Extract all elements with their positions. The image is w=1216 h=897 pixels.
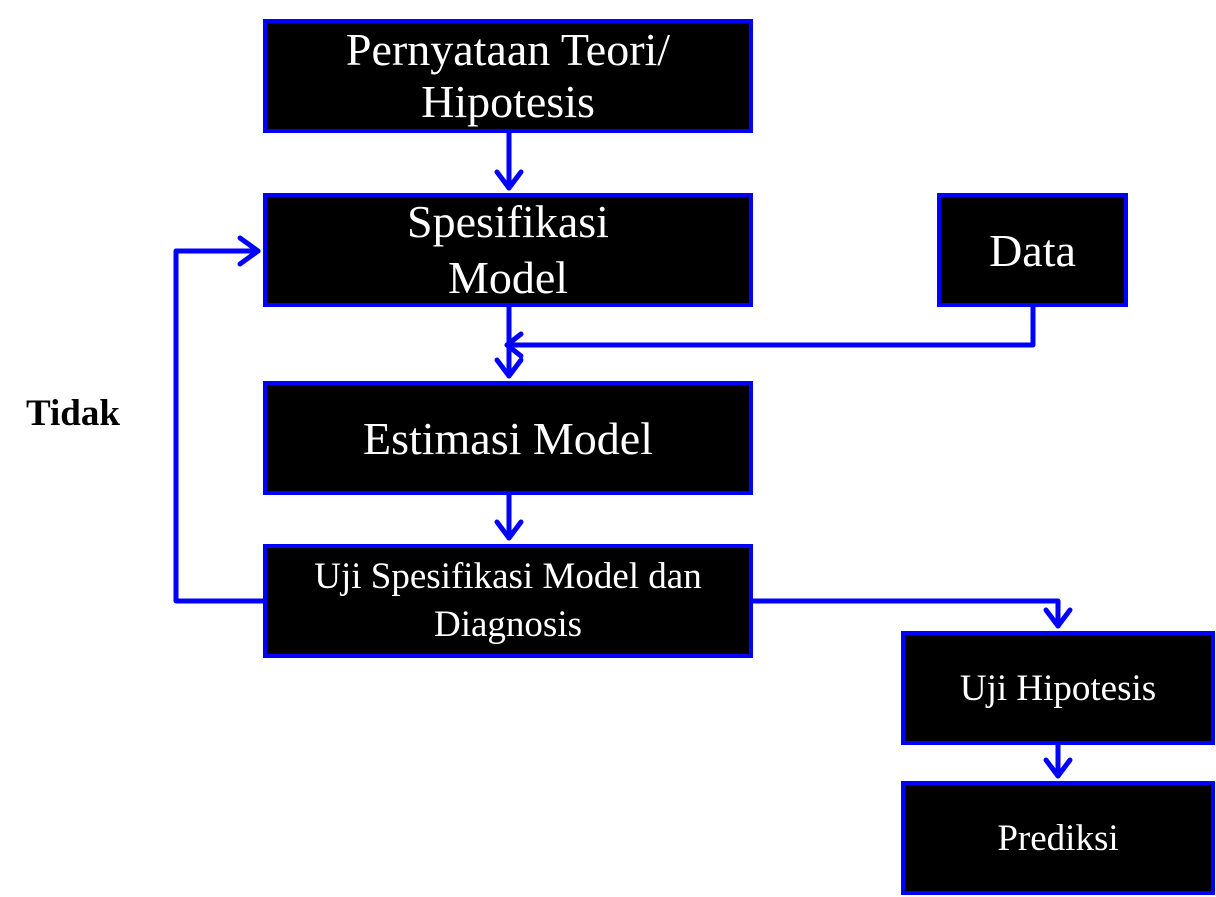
arrowhead-teori-to-spesifikasi bbox=[494, 169, 524, 191]
arrowhead-estimasi-to-uji-spesifikasi bbox=[494, 519, 524, 541]
node-prediksi: Prediksi bbox=[901, 781, 1215, 895]
node-data: Data bbox=[937, 193, 1128, 307]
arrowhead-data-to-estimasi bbox=[504, 331, 524, 359]
node-prediksi-label: Prediksi bbox=[997, 817, 1119, 859]
arrowhead-feedback-to-spesifikasi bbox=[237, 235, 261, 267]
node-uji-hipotesis: Uji Hipotesis bbox=[901, 631, 1215, 745]
node-data-label: Data bbox=[989, 224, 1076, 276]
node-uji-spesifikasi: Uji Spesifikasi Model dan Diagnosis bbox=[263, 544, 753, 658]
arrowhead-uji-spesifikasi-to-uji-hipotesis bbox=[1043, 607, 1073, 629]
node-spesifikasi-model-line2: Model bbox=[447, 252, 569, 303]
node-uji-spesifikasi-line2: Diagnosis bbox=[434, 604, 582, 645]
arrow-data-to-estimasi bbox=[504, 304, 1036, 348]
label-tidak: Tidak bbox=[26, 393, 120, 434]
node-estimasi-model-label: Estimasi Model bbox=[362, 412, 654, 464]
node-spesifikasi-model-line1: Spesifikasi bbox=[407, 196, 609, 247]
node-pernyataan-teori-line1: Pernyataan Teori/ bbox=[345, 24, 671, 75]
node-estimasi-model: Estimasi Model bbox=[263, 381, 753, 495]
arrowhead-uji-hipotesis-to-prediksi bbox=[1043, 757, 1073, 779]
arrowhead-spesifikasi-to-estimasi bbox=[494, 357, 524, 379]
arrow-uji-spesifikasi-to-uji-hipotesis bbox=[749, 598, 1061, 629]
node-pernyataan-teori-line2: Hipotesis bbox=[421, 76, 595, 127]
arrow-feedback-to-spesifikasi bbox=[173, 248, 267, 604]
node-uji-hipotesis-label: Uji Hipotesis bbox=[959, 667, 1157, 709]
node-uji-spesifikasi-line1: Uji Spesifikasi Model dan bbox=[314, 556, 702, 597]
node-pernyataan-teori: Pernyataan Teori/ Hipotesis bbox=[263, 19, 753, 133]
node-spesifikasi-model: Spesifikasi Model bbox=[263, 193, 753, 307]
